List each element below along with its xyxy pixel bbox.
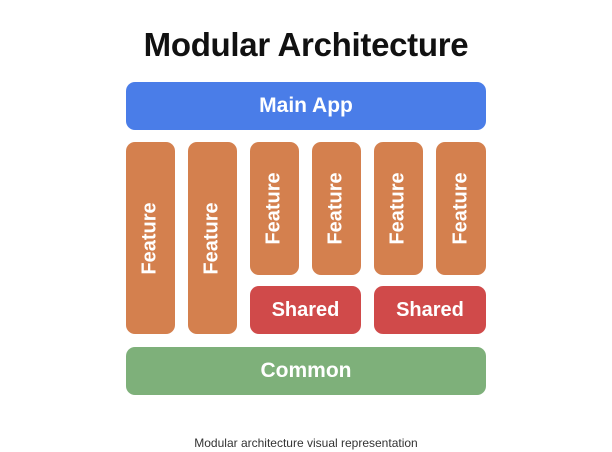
common-label: Common bbox=[260, 359, 352, 382]
feature-label: Feature bbox=[201, 201, 223, 275]
shared-module-1: Shared bbox=[250, 286, 361, 334]
feature-module-6: Feature bbox=[436, 142, 486, 275]
figure-caption: Modular architecture visual representati… bbox=[194, 436, 418, 450]
shared-label: Shared bbox=[396, 298, 464, 321]
feature-label: Feature bbox=[449, 172, 472, 245]
feature-label: Feature bbox=[387, 172, 409, 245]
main-app-label: Main App bbox=[259, 94, 353, 117]
feature-module-3: Feature bbox=[250, 142, 299, 275]
feature-module-1: Feature bbox=[126, 142, 175, 334]
feature-label: Feature bbox=[139, 201, 161, 275]
feature-module-4: Feature bbox=[312, 142, 361, 275]
feature-label: Feature bbox=[263, 172, 285, 245]
common-layer: Common bbox=[126, 347, 486, 395]
diagram-title: Modular Architecture bbox=[143, 26, 469, 63]
feature-module-5: Feature bbox=[374, 142, 423, 275]
feature-module-2: Feature bbox=[188, 142, 237, 334]
shared-label: Shared bbox=[271, 298, 340, 321]
main-app-layer: Main App bbox=[126, 82, 486, 130]
shared-module-2: Shared bbox=[374, 286, 486, 334]
feature-label: Feature bbox=[325, 172, 347, 245]
